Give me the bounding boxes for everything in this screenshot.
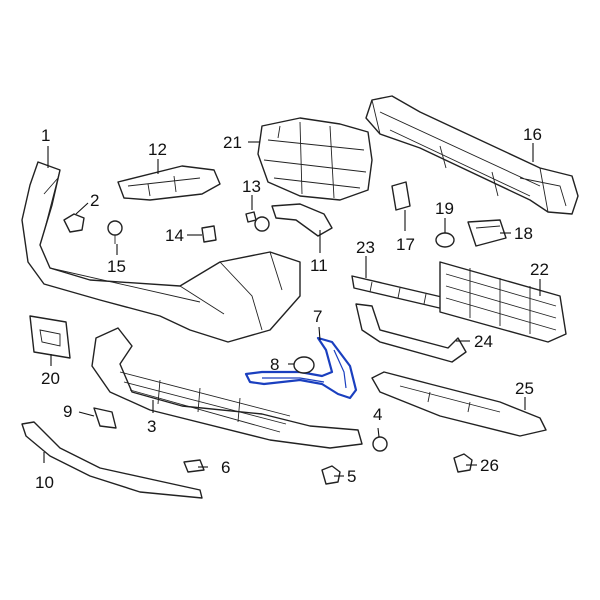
callout-13: 13 (242, 177, 261, 196)
part-11-side-bracket[interactable] (271, 203, 333, 237)
callout-18: 18 (514, 224, 533, 243)
callout-15: 15 (107, 257, 126, 276)
callout-21: 21 (223, 133, 242, 152)
part-25-splash-shield[interactable] (371, 371, 547, 437)
callout-20: 20 (41, 369, 60, 388)
part-20-license-bracket[interactable] (29, 315, 71, 359)
callout-6: 6 (221, 458, 230, 477)
callout-24: 24 (474, 332, 493, 351)
part-13-grommet[interactable] (245, 211, 270, 232)
part-26-nut[interactable] (453, 453, 473, 473)
part-18-module[interactable] (467, 219, 507, 247)
callout-11: 11 (310, 256, 328, 275)
callout-26: 26 (480, 456, 499, 475)
callout-8: 8 (270, 355, 279, 374)
part-7-highlighted-garnish[interactable] (244, 336, 358, 400)
callout-7: 7 (313, 307, 322, 326)
part-15-screw[interactable] (107, 220, 123, 244)
callout-1: 1 (41, 126, 50, 145)
callout-22: 22 (530, 260, 549, 279)
callout-4: 4 (373, 405, 382, 424)
part-17-bracket[interactable] (391, 181, 411, 211)
callout-5: 5 (347, 467, 356, 486)
part-8-grommet[interactable] (293, 356, 315, 374)
part-9-cover[interactable] (93, 407, 117, 429)
callout-17: 17 (396, 235, 415, 254)
part-4-sensor[interactable] (372, 436, 388, 452)
part-1-bumper-cover[interactable] (21, 161, 301, 343)
callout-leaders (43, 141, 541, 477)
callout-14: 14 (165, 226, 184, 245)
part-6-clip[interactable] (183, 459, 205, 473)
callout-10: 10 (35, 473, 54, 492)
part-10-lower-strip[interactable] (21, 421, 203, 499)
part-3-lower-grille[interactable] (91, 327, 363, 449)
callout-25: 25 (515, 379, 534, 398)
callout-16: 16 (523, 125, 542, 144)
callout-3: 3 (147, 417, 156, 436)
callout-12: 12 (148, 140, 167, 159)
callout-19: 19 (435, 199, 454, 218)
callout-2: 2 (90, 191, 99, 210)
part-16-bumper-reinforcement[interactable] (365, 95, 579, 215)
callout-23: 23 (356, 238, 375, 257)
part-5-nut[interactable] (321, 465, 341, 485)
part-21-upper-absorber[interactable] (257, 117, 373, 201)
part-19-sensor[interactable] (435, 232, 455, 248)
part-14-push-clip[interactable] (201, 225, 217, 243)
callout-9: 9 (63, 402, 72, 421)
part-2-clip[interactable] (63, 213, 85, 233)
part-24-lower-stay[interactable] (355, 303, 467, 363)
part-12-bracket[interactable] (117, 165, 221, 201)
